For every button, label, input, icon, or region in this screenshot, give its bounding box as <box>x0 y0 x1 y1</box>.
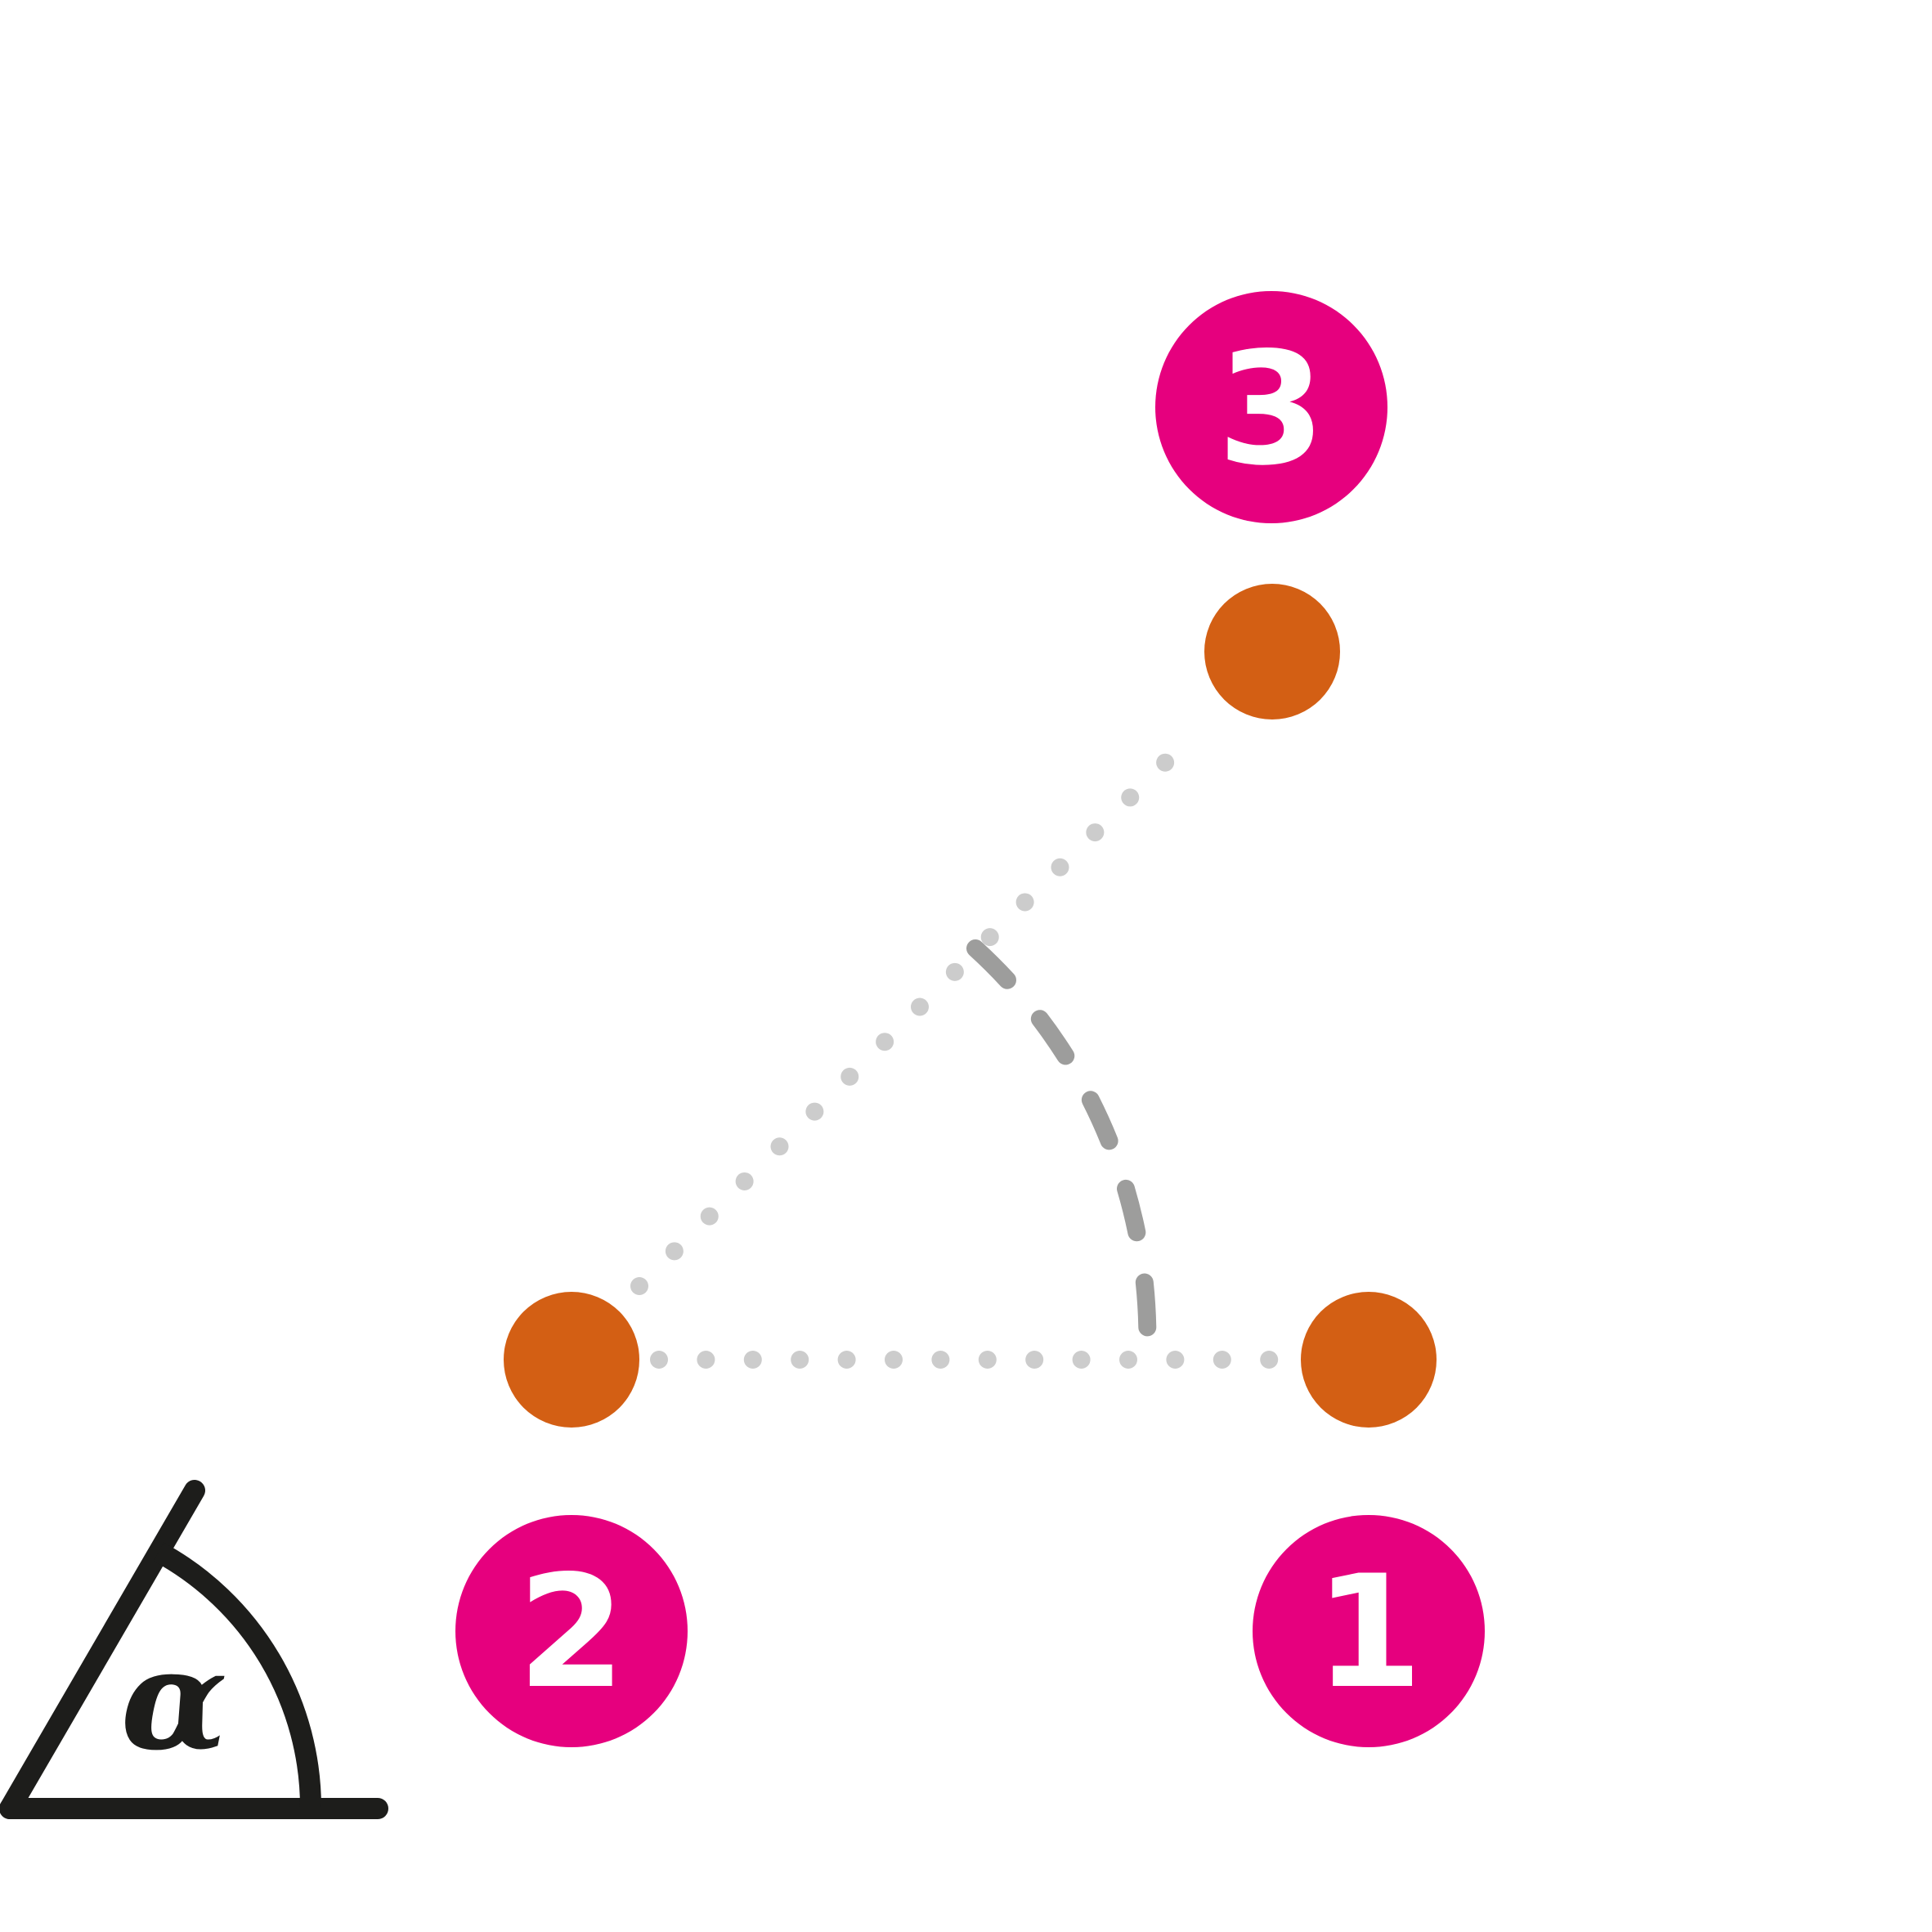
badge-2-label: 2 <box>518 1542 625 1723</box>
node-bottom-right <box>1301 1292 1437 1428</box>
angle-arc <box>966 939 1157 1366</box>
node-bottom-left <box>504 1292 639 1428</box>
badge-2: 2 <box>455 1515 688 1747</box>
badge-1-label: 1 <box>1315 1542 1423 1723</box>
node-top <box>1204 584 1340 719</box>
angle-icon: α <box>0 1480 388 1819</box>
angle-icon-symbol: α <box>121 1618 228 1782</box>
badge-3-label: 3 <box>1217 319 1325 500</box>
dotted-line-2-to-3 <box>630 721 1207 1295</box>
badge-3: 3 <box>1155 291 1387 523</box>
badge-1: 1 <box>1253 1515 1485 1747</box>
